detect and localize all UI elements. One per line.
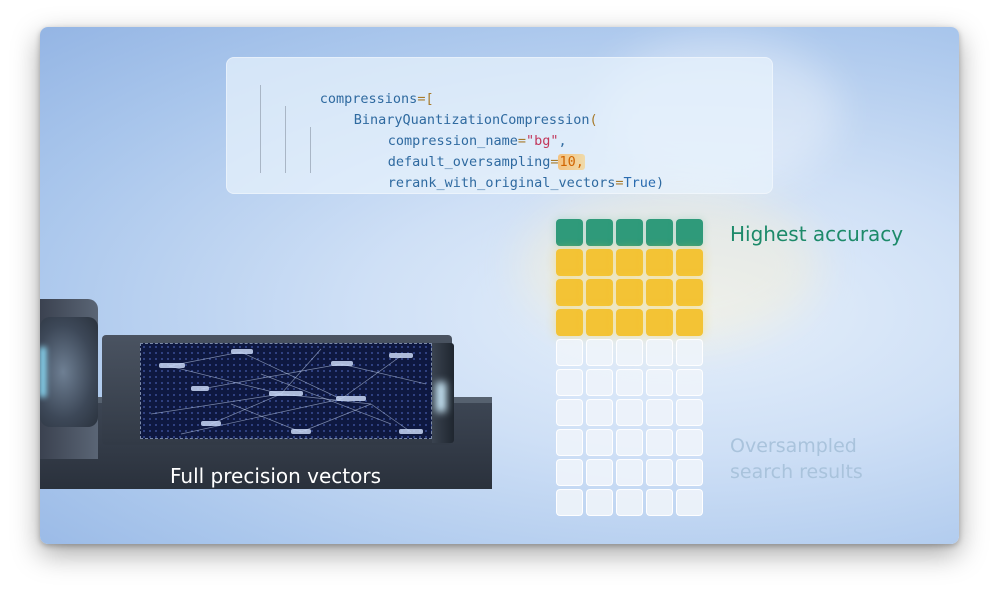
result-cell-white <box>616 489 643 516</box>
code-token: "bg" <box>525 133 559 149</box>
holder-light <box>436 382 446 412</box>
result-cell-white <box>556 459 583 486</box>
result-cell-white <box>676 429 703 456</box>
result-cell-white <box>586 429 613 456</box>
code-token-highlight: 10, <box>558 154 585 170</box>
code-token: = <box>517 133 526 149</box>
result-cell-white <box>616 399 643 426</box>
result-cell-yellow <box>676 309 703 336</box>
result-cell-white <box>676 489 703 516</box>
result-cell-green <box>646 219 673 246</box>
code-token: BinaryQuantizationCompression <box>353 112 590 128</box>
code-token: rerank_with_original_vectors <box>387 175 616 191</box>
result-cell-white <box>586 369 613 396</box>
oversampled-label-line-2: search results <box>730 461 863 483</box>
result-cell-yellow <box>646 279 673 306</box>
machine-left-cylinder <box>40 317 98 427</box>
result-cell-yellow <box>646 249 673 276</box>
vector-graph-illustration <box>150 348 427 435</box>
code-line-3: compression_name="bg", <box>339 117 567 165</box>
result-cell-yellow <box>556 279 583 306</box>
result-cell-white <box>646 489 673 516</box>
vector-graph-screen <box>140 343 432 439</box>
oversampled-results-label: Oversampled search results <box>730 433 863 485</box>
code-token: compression_name <box>387 133 518 149</box>
result-cell-yellow <box>616 249 643 276</box>
result-cell-white <box>616 429 643 456</box>
result-cell-yellow <box>586 249 613 276</box>
result-cell-white <box>646 339 673 366</box>
result-cell-white <box>556 429 583 456</box>
video-frame: compressions=[ BinaryQuantizationCompres… <box>40 27 959 544</box>
result-cell-yellow <box>646 309 673 336</box>
code-token: default_oversampling <box>387 154 551 170</box>
result-cell-white <box>556 339 583 366</box>
result-cell-yellow <box>676 249 703 276</box>
result-cell-white <box>646 459 673 486</box>
code-token: , <box>558 133 567 149</box>
result-cell-white <box>586 339 613 366</box>
result-cell-yellow <box>556 309 583 336</box>
result-cell-white <box>676 339 703 366</box>
code-token: True <box>623 175 657 191</box>
code-token: ) <box>656 175 665 191</box>
result-cell-white <box>646 429 673 456</box>
code-snippet-card: compressions=[ BinaryQuantizationCompres… <box>226 57 773 194</box>
full-precision-caption: Full precision vectors <box>170 464 381 488</box>
code-token: [ <box>425 91 434 107</box>
result-cell-white <box>616 339 643 366</box>
result-cell-green <box>616 219 643 246</box>
code-token: = <box>417 91 426 107</box>
result-cell-white <box>586 489 613 516</box>
result-cell-white <box>646 369 673 396</box>
code-token: = <box>550 154 559 170</box>
code-token: = <box>615 175 624 191</box>
result-cell-yellow <box>616 279 643 306</box>
result-cell-white <box>556 369 583 396</box>
code-token: compressions <box>319 91 418 107</box>
code-token: ( <box>589 112 598 128</box>
result-cell-white <box>556 489 583 516</box>
result-cell-yellow <box>586 279 613 306</box>
code-token: 10 <box>559 154 576 170</box>
code-line-1: compressions=[ <box>271 75 434 123</box>
result-cell-white <box>616 459 643 486</box>
result-cell-white <box>676 369 703 396</box>
oversampled-label-line-1: Oversampled <box>730 435 857 457</box>
result-cell-white <box>646 399 673 426</box>
result-cell-green <box>676 219 703 246</box>
result-cell-green <box>586 219 613 246</box>
code-line-2: BinaryQuantizationCompression( <box>305 96 598 144</box>
result-cell-yellow <box>556 249 583 276</box>
result-cell-yellow <box>676 279 703 306</box>
machine-glow-light <box>40 347 46 397</box>
result-cell-white <box>676 459 703 486</box>
result-cell-yellow <box>616 309 643 336</box>
result-cell-green <box>556 219 583 246</box>
code-line-5: rerank_with_original_vectors=True) <box>339 159 664 207</box>
result-cell-white <box>586 459 613 486</box>
result-cell-white <box>556 399 583 426</box>
highest-accuracy-label: Highest accuracy <box>730 222 904 246</box>
result-cell-yellow <box>586 309 613 336</box>
code-line-4: default_oversampling=10, <box>339 138 585 186</box>
result-cell-white <box>676 399 703 426</box>
result-cell-white <box>586 399 613 426</box>
code-token: , <box>575 154 584 170</box>
result-cell-white <box>616 369 643 396</box>
